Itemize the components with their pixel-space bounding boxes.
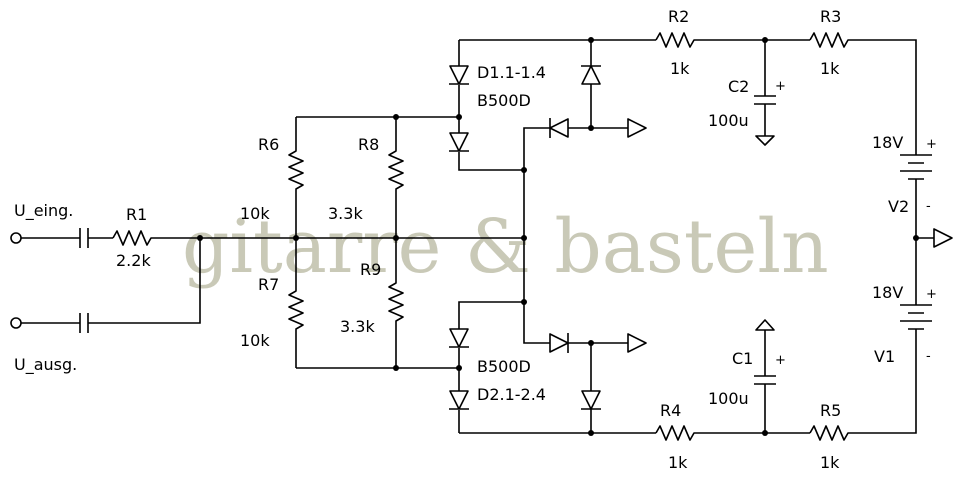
v1-voltage: 18V <box>872 283 903 302</box>
r3-name: R3 <box>820 7 841 26</box>
v1-plus: + <box>926 287 937 302</box>
resistor-r2 <box>655 32 700 48</box>
ground-symbol-lower <box>627 333 647 353</box>
r7-value: 10k <box>240 331 270 350</box>
r4-name: R4 <box>660 401 681 420</box>
r8-value: 3.3k <box>328 204 363 223</box>
output-label: U_ausg. <box>14 355 77 375</box>
r7-name: R7 <box>258 275 279 294</box>
resistor-r3 <box>809 32 854 48</box>
c2-name: C2 <box>728 77 749 96</box>
input-coupling-capacitor <box>21 228 113 248</box>
r9-name: R9 <box>360 260 381 279</box>
d1-lower-wire <box>523 127 628 170</box>
resistor-r1 <box>112 230 160 246</box>
capacitor-c1 <box>754 319 776 433</box>
resistor-r8 <box>388 117 404 238</box>
v1-minus: - <box>926 349 931 364</box>
diode-d2-3 <box>549 333 569 353</box>
resistor-r4 <box>655 425 700 441</box>
d2-name: D2.1-2.4 <box>477 385 546 404</box>
resistor-r7 <box>288 238 304 368</box>
battery-v2 <box>900 154 932 238</box>
input-terminal <box>10 232 22 244</box>
junction-dots <box>197 37 919 436</box>
watermark: gitarre & basteln <box>182 204 829 290</box>
r2-name: R2 <box>668 7 689 26</box>
r6-value: 10k <box>240 204 270 223</box>
diode-d2-4 <box>581 390 601 410</box>
c1-name: C1 <box>732 349 753 368</box>
diode-d1-3 <box>581 65 601 85</box>
battery-v1 <box>900 304 932 352</box>
c1-value: 100u <box>708 389 749 408</box>
r9-value: 3.3k <box>340 317 375 336</box>
r6-name: R6 <box>258 135 279 154</box>
d2-upper-wire <box>523 302 628 344</box>
diode-d1-4 <box>549 118 569 138</box>
v2-minus: - <box>926 199 931 214</box>
diode-d1-1 <box>449 65 469 85</box>
top-rail-wire <box>459 39 917 155</box>
d1-name: D1.1-1.4 <box>477 63 546 82</box>
output-coupling-capacitor <box>21 238 201 333</box>
ground-symbol-battery <box>933 228 953 248</box>
r2-value: 1k <box>670 59 690 78</box>
diode-d2-2 <box>449 390 469 410</box>
v2-name: V2 <box>888 197 909 216</box>
r4-value: 1k <box>668 453 688 472</box>
v2-voltage: 18V <box>872 133 903 152</box>
v2-plus: + <box>926 137 937 152</box>
output-terminal <box>10 317 22 329</box>
r1-value: 2.2k <box>116 251 151 270</box>
r1-name: R1 <box>126 205 147 224</box>
c1-polarity: + <box>775 353 786 368</box>
input-label: U_eing. <box>14 201 73 221</box>
d2-type: B500D <box>477 357 531 376</box>
ground-symbol-upper <box>627 118 647 138</box>
diode-d2-1 <box>449 328 469 348</box>
resistor-r6 <box>288 117 304 238</box>
capacitor-c2 <box>754 40 776 146</box>
c2-polarity: + <box>775 79 786 94</box>
resistor-r9 <box>388 238 404 368</box>
r5-value: 1k <box>820 453 840 472</box>
r5-name: R5 <box>820 401 841 420</box>
c2-value: 100u <box>708 111 749 130</box>
d1-type: B500D <box>477 91 531 110</box>
resistor-r5 <box>809 425 854 441</box>
bottom-rail-wire <box>459 352 917 434</box>
diode-d1-2 <box>449 132 469 152</box>
r3-value: 1k <box>820 59 840 78</box>
v1-name: V1 <box>874 347 895 366</box>
r8-name: R8 <box>358 135 379 154</box>
